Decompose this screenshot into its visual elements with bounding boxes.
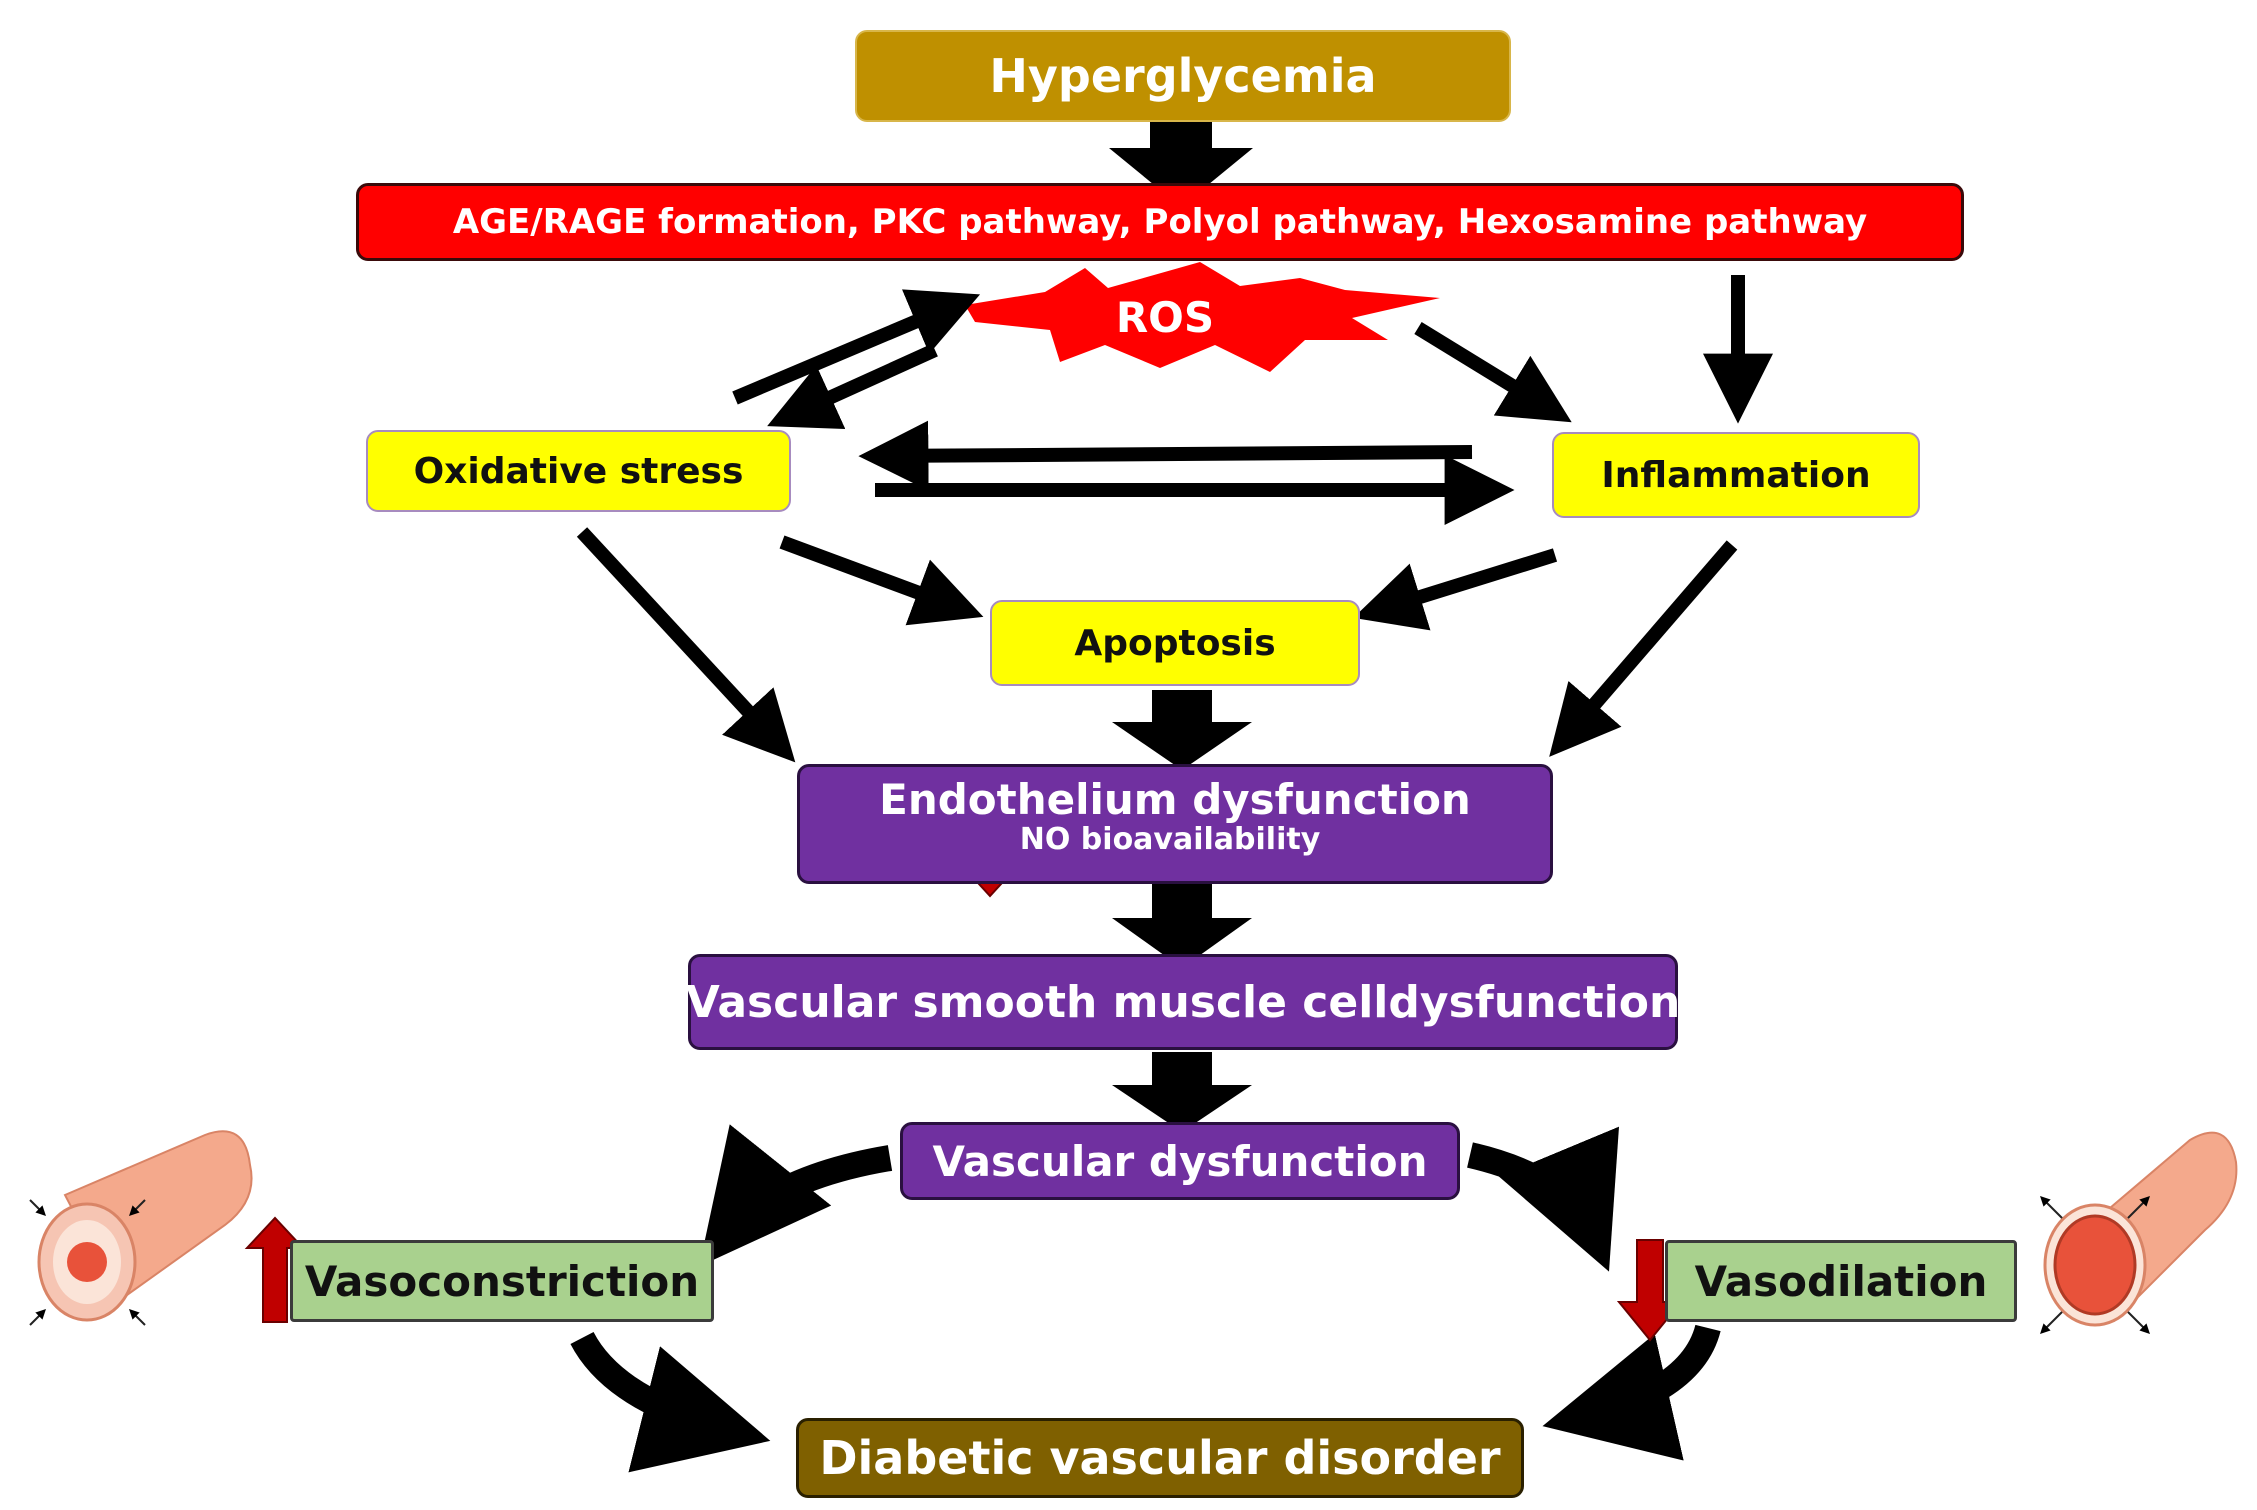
arrow-inflammation-to-endothelium bbox=[1549, 540, 1738, 757]
endothelium-dysfunction-node: Endothelium dysfunction NO bioavailabili… bbox=[797, 764, 1553, 884]
arrow-ros-to-inflammation bbox=[1414, 322, 1572, 423]
curved-arrow-to-vasoconstriction bbox=[699, 1124, 893, 1267]
vascular-dysfunction-node: Vascular dysfunction bbox=[900, 1122, 1460, 1200]
pathways-node: AGE/RAGE formation, PKC pathway, Polyol … bbox=[356, 183, 1964, 261]
curved-arrow-vasoconstriction-to-diabetic bbox=[570, 1331, 771, 1473]
inflammation-node: Inflammation bbox=[1552, 432, 1920, 518]
apoptosis-label: Apoptosis bbox=[1074, 622, 1276, 664]
vascular-dysfunction-label: Vascular dysfunction bbox=[932, 1136, 1428, 1186]
arrow-inflammation-to-oxstress bbox=[858, 420, 1473, 491]
diabetic-vascular-disorder-label: Diabetic vascular disorder bbox=[819, 1431, 1501, 1485]
vsmc-dysfunction-node: Vascular smooth muscle celldysfunction bbox=[685, 954, 1681, 1050]
arrow-inflammation-to-apoptosis bbox=[1353, 548, 1558, 631]
ros-burst-shape bbox=[965, 262, 1440, 372]
pathways-label: AGE/RAGE formation, PKC pathway, Polyol … bbox=[452, 202, 1868, 242]
apoptosis-node: Apoptosis bbox=[990, 600, 1360, 686]
arrow-oxstress-to-endothelium bbox=[576, 527, 796, 763]
vasodilation-node: Vasodilation bbox=[1665, 1240, 2017, 1322]
block-arrow-hyper-to-pathways bbox=[1109, 118, 1253, 207]
curved-arrow-vasodilation-to-diabetic bbox=[1542, 1324, 1721, 1461]
dilated-vessel-icon bbox=[2040, 1131, 2238, 1334]
vasoconstriction-up-arrow bbox=[244, 1216, 306, 1323]
block-arrow-vsmc-to-vascular bbox=[1112, 1052, 1252, 1132]
ros-node: ROS bbox=[1090, 286, 1240, 348]
block-arrow-endothelium-to-vsmc bbox=[1112, 884, 1252, 968]
vasodilation-label: Vasodilation bbox=[1694, 1256, 1988, 1306]
arrow-oxstress-to-apoptosis bbox=[779, 535, 984, 626]
vasoconstriction-label: Vasoconstriction bbox=[304, 1256, 700, 1306]
hyperglycemia-node: Hyperglycemia bbox=[855, 30, 1511, 122]
ros-label: ROS bbox=[1115, 292, 1215, 342]
arrow-ros-to-oxstress bbox=[767, 343, 938, 430]
no-bioavailability-label: NO bioavailability bbox=[1019, 822, 1321, 857]
inflammation-label: Inflammation bbox=[1601, 454, 1871, 496]
block-arrow-apoptosis-to-endothelium bbox=[1112, 690, 1252, 770]
endothelium-dysfunction-label: Endothelium dysfunction bbox=[879, 775, 1471, 824]
constricted-vessel-icon bbox=[29, 1130, 253, 1326]
oxidative-stress-label: Oxidative stress bbox=[413, 450, 744, 492]
oxidative-stress-node: Oxidative stress bbox=[366, 430, 791, 512]
curved-arrow-to-vasodilation bbox=[1467, 1126, 1619, 1272]
hyperglycemia-label: Hyperglycemia bbox=[989, 49, 1377, 103]
vasoconstriction-node: Vasoconstriction bbox=[290, 1240, 714, 1322]
diabetic-vascular-disorder-node: Diabetic vascular disorder bbox=[796, 1418, 1524, 1498]
vsmc-dysfunction-label: Vascular smooth muscle celldysfunction bbox=[685, 976, 1681, 1028]
